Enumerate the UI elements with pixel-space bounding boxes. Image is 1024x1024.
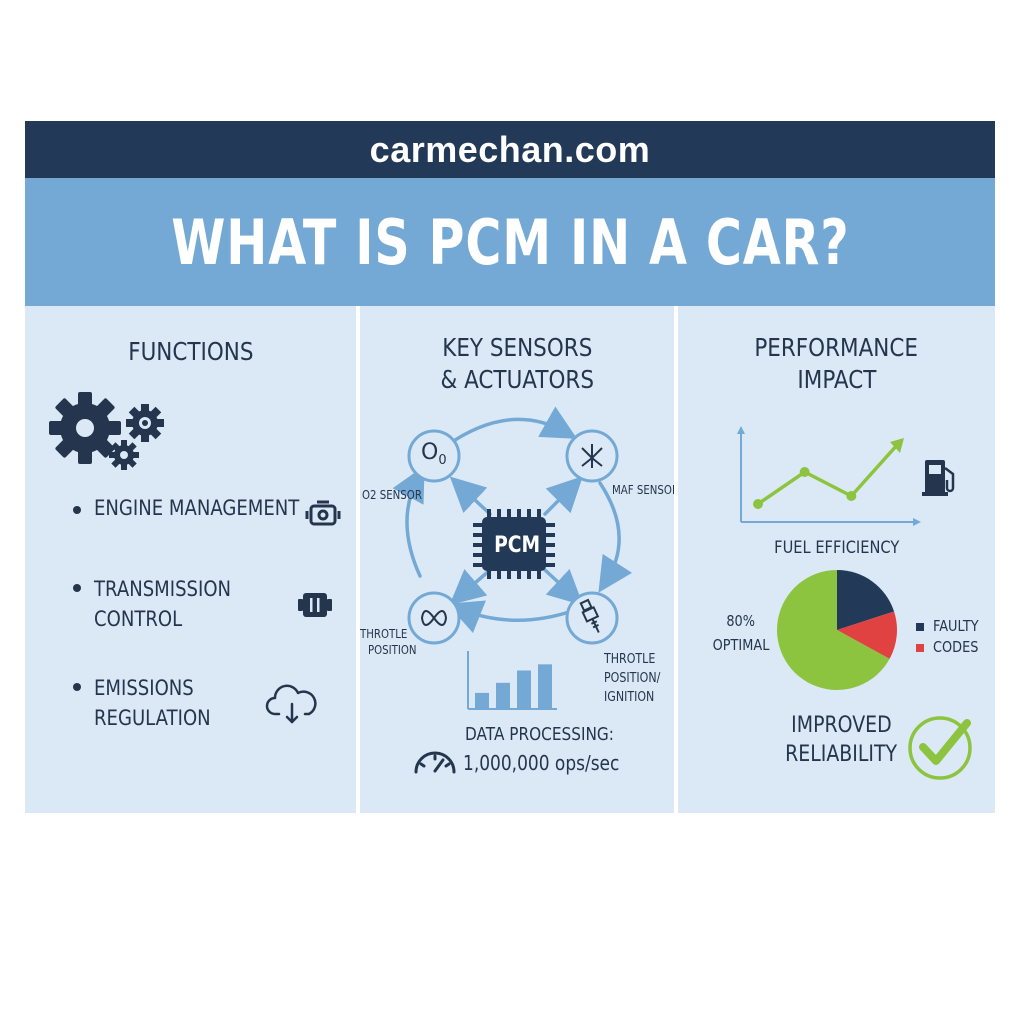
infographic: carmechan.com WHAT IS PCM IN A CAR? FUNC… [25,121,995,813]
reliability-label: IMPROVED RELIABILITY [785,713,898,767]
transmission-icon [298,593,332,617]
legend-item-faulty: FAULTY [916,616,986,637]
function-item-engine: ENGINE MANAGEMENT [94,496,300,520]
flow-arrow [392,465,425,578]
pie-slice-1 [837,570,895,630]
functions-panel: FUNCTIONS [25,306,356,813]
pie-optimal-label: 80% OPTIMAL [712,612,770,654]
speedometer-icon [414,751,456,774]
pie-chart [777,570,897,690]
flow-arrow [444,406,578,448]
bullet-dot [73,584,81,592]
fuel-series-line [757,442,900,506]
o2-sensor-node [407,429,461,483]
performance-heading: PERFORMANCE IMPACT [754,333,919,394]
site-name[interactable]: carmechan.com [369,128,651,170]
gears-icon [49,392,164,470]
flow-arrow [446,600,577,634]
page-title: WHAT IS PCM IN A CAR? [170,205,850,279]
checkmark-icon [908,716,972,780]
spark-plug-icon [579,598,600,633]
o2-symbol: O0 [421,440,447,468]
bullet-dot [73,506,81,514]
engine-icon [305,500,341,526]
fuel-point-3 [846,491,857,501]
bar-chart-icon [467,651,557,710]
fuel-arrow-head [890,438,904,453]
pie-slice-2 [837,611,897,659]
flow-arrow [598,481,633,593]
fuel-efficiency-chart [737,426,921,526]
sensor-flow-diagram [392,406,633,645]
panel-divider [674,306,678,813]
fuel-efficiency-label: FUEL EFFICIENCY [773,538,900,558]
flow-arrow [449,568,492,606]
functions-heading: FUNCTIONS [127,337,254,366]
data-processing-label: DATA PROCESSING: [465,724,614,745]
fuel-pump-icon [922,460,955,496]
fuel-point-1 [753,499,763,509]
sensors-heading: KEY SENSORS & ACTUATORS [440,333,594,394]
bar-3 [517,670,531,708]
pie-legend: FAULTY CODES [916,616,986,658]
data-processing-value: 1,000,000 ops/sec [463,751,620,775]
site-bar: carmechan.com [25,121,995,178]
fuel-point-2 [799,467,810,477]
sensors-panel: KEY SENSORS & ACTUATORS [360,306,679,813]
title-band: WHAT IS PCM IN A CAR? [25,178,995,306]
o2-sensor-label: O2 SENSOR [362,488,422,502]
bar-1 [475,692,489,708]
flow-arrow [543,476,583,516]
function-item-transmission: TRANSMISSION CONTROL [94,577,232,631]
ignition-label: THROTLE POSITION/ IGNITION [604,652,661,705]
throttle-icon [420,610,448,626]
panel-divider [356,306,360,813]
bar-4 [538,664,552,708]
function-item-emissions: EMISSIONS REGULATION [94,676,211,730]
bar-2 [496,682,510,708]
maf-sensor-label: MAF SENSOR [612,483,680,497]
performance-panel: PERFORMANCE IMPACT FUEL EFFICIENCY [678,306,995,813]
bullet-dot [73,683,81,691]
throttle-label: THROTLE POSITION [360,627,417,657]
pcm-label: PCM [493,533,541,558]
legend-item-codes: CODES [916,637,986,658]
cloud-icon [265,684,317,724]
maf-icon [581,444,603,468]
flow-arrow [449,476,492,516]
flow-arrow [543,568,584,606]
pcm-chip [473,509,555,579]
pie-slice-3 [777,570,890,690]
